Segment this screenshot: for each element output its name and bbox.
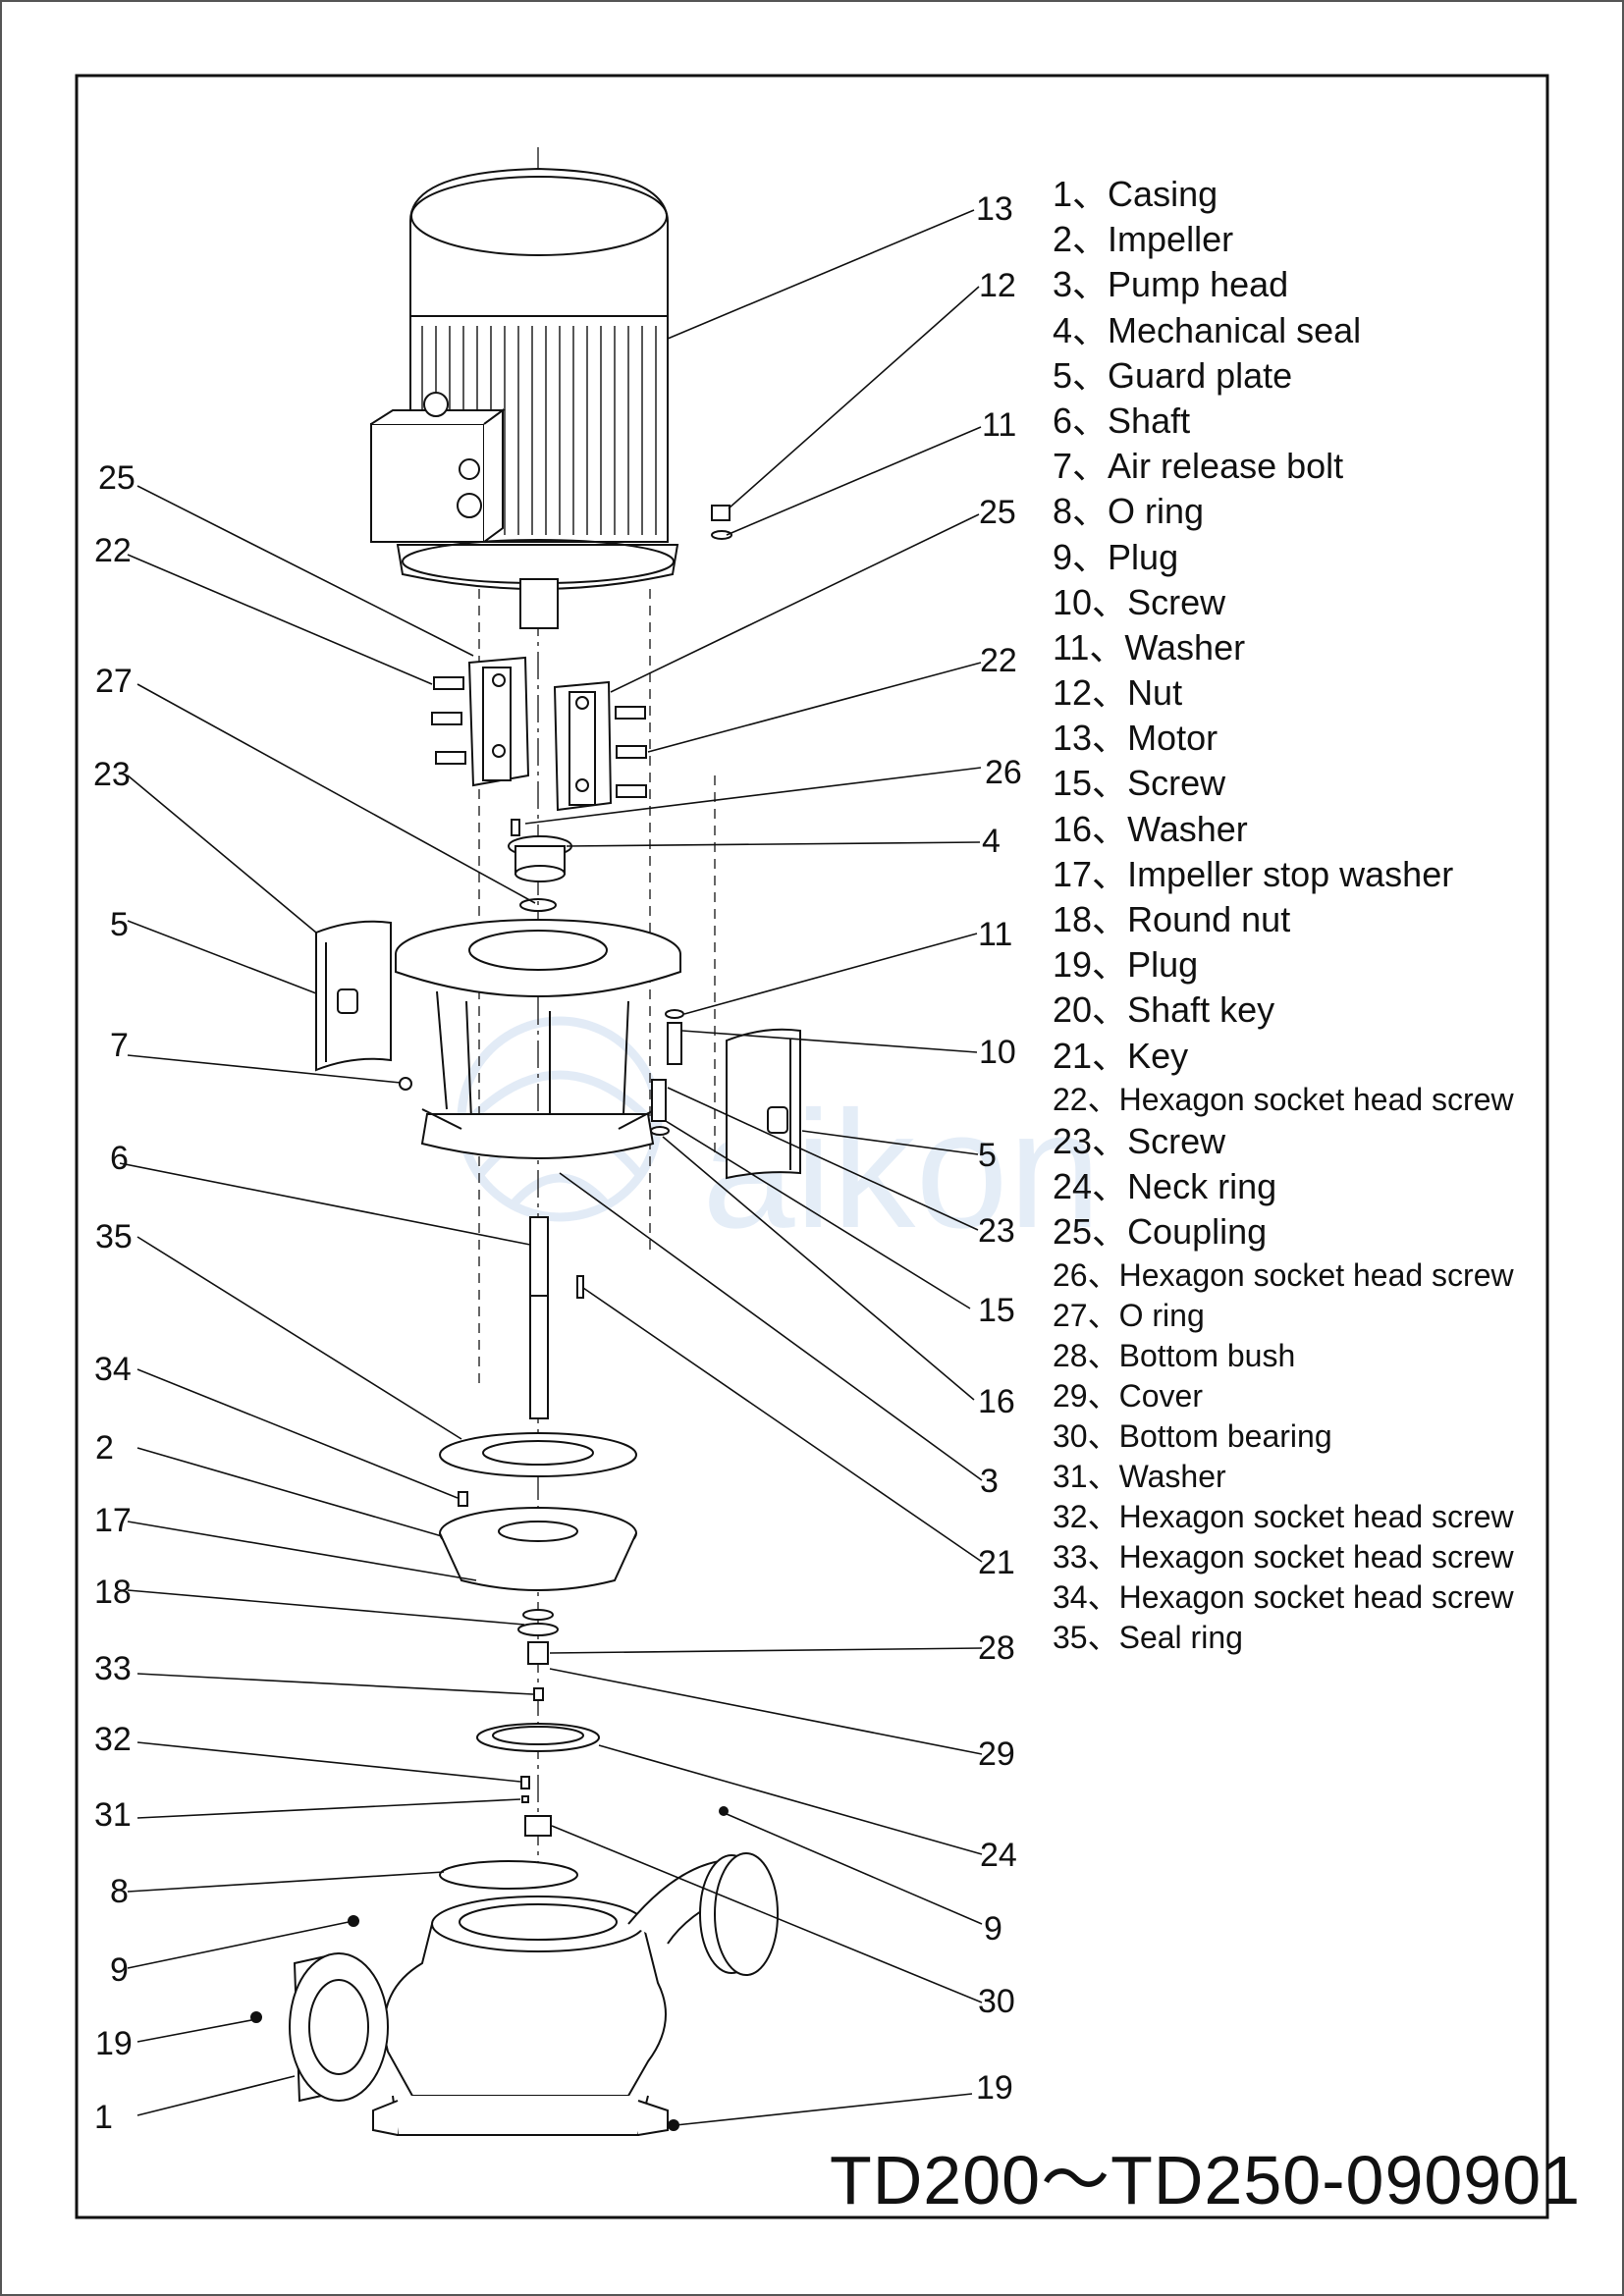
callout-29: 29 <box>978 1735 1015 1773</box>
part-item: 20、Shaft key <box>1053 989 1275 1031</box>
callout-25-right: 25 <box>979 494 1016 531</box>
callout-9-right: 9 <box>984 1910 1002 1948</box>
callout-13: 13 <box>976 190 1013 228</box>
callout-22-left: 22 <box>94 532 132 569</box>
part-item: 18、Round nut <box>1053 899 1291 939</box>
callout-27: 27 <box>95 663 133 700</box>
part-item: 9、Plug <box>1053 536 1179 577</box>
leader-lines <box>119 209 983 2126</box>
callout-10: 10 <box>979 1034 1016 1071</box>
part-item: 2、Impeller <box>1053 219 1234 260</box>
motor <box>370 167 679 629</box>
part-item: 21、Key <box>1053 1035 1189 1076</box>
callout-3: 3 <box>980 1463 999 1500</box>
callout-34: 34 <box>94 1351 132 1388</box>
part-item: 28、Bottom bush <box>1053 1338 1296 1374</box>
callout-28: 28 <box>978 1629 1015 1667</box>
part-item: 31、Washer <box>1053 1459 1226 1495</box>
part-item: 26、Hexagon socket head screw <box>1053 1257 1514 1294</box>
callout-15: 15 <box>978 1292 1015 1329</box>
part-item: 13、Motor <box>1053 718 1218 759</box>
mechanical-seal <box>508 819 572 912</box>
callout-17: 17 <box>94 1502 132 1539</box>
seal-ring <box>439 1432 637 1477</box>
callout-18: 18 <box>94 1574 132 1611</box>
part-item: 12、Nut <box>1053 672 1183 714</box>
callout-16: 16 <box>978 1383 1015 1420</box>
air-release-bolt <box>399 1077 412 1091</box>
callout-2: 2 <box>95 1429 114 1467</box>
plugs-9-19 <box>250 1806 729 2131</box>
part-item: 15、Screw <box>1053 763 1226 804</box>
parts-list: 1、Casing 2、Impeller 3、Pump head 4、Mechan… <box>1053 177 1602 1662</box>
callout-32: 32 <box>94 1721 132 1758</box>
callout-1: 1 <box>94 2099 113 2136</box>
part-item: 16、Washer <box>1053 808 1248 849</box>
part-item: 24、Neck ring <box>1053 1165 1277 1206</box>
part-item: 32、Hexagon socket head screw <box>1053 1499 1514 1535</box>
part-item: 1、Casing <box>1053 174 1218 214</box>
coupling-right <box>553 680 647 812</box>
callout-7: 7 <box>110 1027 129 1064</box>
callout-23-right: 23 <box>978 1212 1015 1250</box>
part-item: 29、Cover <box>1053 1378 1203 1415</box>
part-item: 23、Screw <box>1053 1120 1226 1161</box>
callout-31: 31 <box>94 1796 132 1834</box>
shaft <box>529 1216 584 1419</box>
callout-24: 24 <box>980 1837 1017 1874</box>
callout-22-right: 22 <box>980 642 1017 679</box>
part-item: 27、O ring <box>1053 1298 1205 1334</box>
callout-33: 33 <box>94 1650 132 1687</box>
screw-34 <box>458 1491 468 1507</box>
callout-6: 6 <box>110 1140 129 1177</box>
callout-35: 35 <box>95 1218 133 1255</box>
part-item: 17、Impeller stop washer <box>1053 853 1454 894</box>
callout-30: 30 <box>978 1983 1015 2020</box>
bolts-right <box>650 1009 684 1136</box>
part-item: 34、Hexagon socket head screw <box>1053 1579 1514 1616</box>
part-item: 35、Seal ring <box>1053 1620 1243 1656</box>
callout-19-left: 19 <box>95 2025 133 2062</box>
callout-19-right: 19 <box>976 2069 1013 2107</box>
guard-plate-left <box>315 920 392 1072</box>
callout-8: 8 <box>110 1873 129 1910</box>
impeller <box>439 1507 637 1591</box>
callout-11-top: 11 <box>982 406 1017 444</box>
part-item: 25、Coupling <box>1053 1211 1268 1253</box>
part-item: 8、O ring <box>1053 491 1205 532</box>
callout-5-right: 5 <box>978 1137 997 1174</box>
part-item: 6、Shaft <box>1053 400 1191 441</box>
guard-plate-right <box>726 1028 801 1180</box>
pump-head <box>395 919 681 1159</box>
part-item: 3、Pump head <box>1053 264 1289 305</box>
part-item: 30、Bottom bearing <box>1053 1418 1332 1455</box>
part-item: 11、Washer <box>1053 626 1246 667</box>
part-item: 10、Screw <box>1053 581 1226 622</box>
part-item: 4、Mechanical seal <box>1053 309 1362 350</box>
part-item: 7、Air release bolt <box>1053 446 1344 487</box>
callout-11-mid: 11 <box>978 916 1013 953</box>
callout-21: 21 <box>978 1544 1015 1581</box>
callout-26: 26 <box>985 754 1022 791</box>
callout-4: 4 <box>982 823 1001 860</box>
small-parts-stack <box>439 1609 600 1890</box>
casing <box>289 1852 779 2136</box>
callout-12: 12 <box>979 267 1016 304</box>
nut-and-washer <box>711 505 732 540</box>
callout-23-left: 23 <box>93 756 131 793</box>
drawing-number: TD200～TD250-090901 <box>830 2142 1582 2218</box>
callout-25-left: 25 <box>98 459 135 497</box>
callout-5-left: 5 <box>110 906 129 943</box>
part-item: 19、Plug <box>1053 944 1199 986</box>
callout-9-left: 9 <box>110 1951 129 1989</box>
part-item: 22、Hexagon socket head screw <box>1053 1081 1514 1117</box>
coupling-left <box>431 656 530 787</box>
part-item: 5、Guard plate <box>1053 354 1293 396</box>
drawing-frame <box>75 74 1549 2219</box>
part-item: 33、Hexagon socket head screw <box>1053 1539 1514 1575</box>
